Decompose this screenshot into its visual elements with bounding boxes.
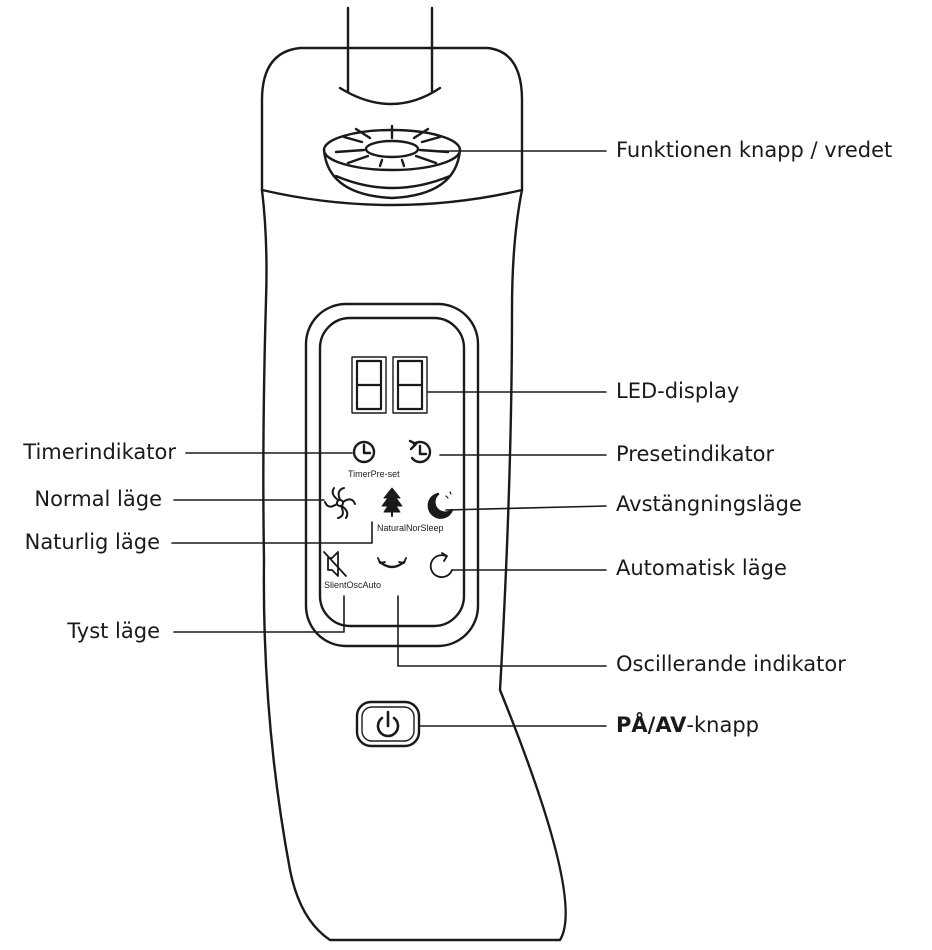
pole-collar: [338, 86, 442, 106]
oscillating-indicator-label: Oscillerande indikator: [616, 652, 846, 676]
power-button-label: PÅ/AV-knapp: [616, 715, 759, 736]
power-button: [355, 700, 421, 748]
oscillate-arrow-icon: [377, 557, 407, 569]
normal-mode-label: Normal läge: [34, 487, 162, 511]
pole: [346, 6, 434, 94]
display-frame-inner: [318, 316, 466, 628]
natural-mode-label: Naturlig läge: [24, 530, 160, 554]
silent-mode-label: Tyst läge: [67, 619, 160, 643]
leader-lines: [171, 150, 607, 727]
led-digits: [351, 356, 428, 414]
clock-arrow-icon: [408, 439, 432, 464]
body-outline: [260, 188, 567, 942]
tree-icon: [381, 487, 403, 517]
shutdown-mode-label: Avstängningsläge: [616, 492, 802, 516]
preset-indicator-label: Presetindikator: [616, 442, 775, 466]
natural-normal-sleep-caption: NaturalNorSleep: [377, 523, 444, 533]
speaker-mute-icon: [323, 551, 347, 577]
timer-indicator-label: Timerindikator: [23, 440, 176, 464]
moon-icon: [427, 491, 454, 519]
function-knob: [322, 124, 462, 200]
automatic-mode-label: Automatisk läge: [616, 556, 787, 580]
function-knob-label: Funktionen knapp / vredet: [616, 138, 893, 162]
led-display-label: LED-display: [616, 379, 740, 403]
head-base-line: [260, 188, 524, 207]
timer-preset-caption: TimerPre-set: [348, 469, 400, 479]
silent-osc-auto-caption: SlientOscAuto: [324, 580, 381, 590]
clock-icon: [352, 440, 376, 464]
display-frame-outer: [304, 302, 480, 648]
head-housing: [260, 46, 524, 192]
power-button-label-bold: PÅ/AV: [616, 713, 687, 737]
power-button-label-suffix: -knapp: [686, 713, 759, 737]
fan-icon: [324, 487, 356, 519]
auto-icon: [429, 552, 453, 579]
